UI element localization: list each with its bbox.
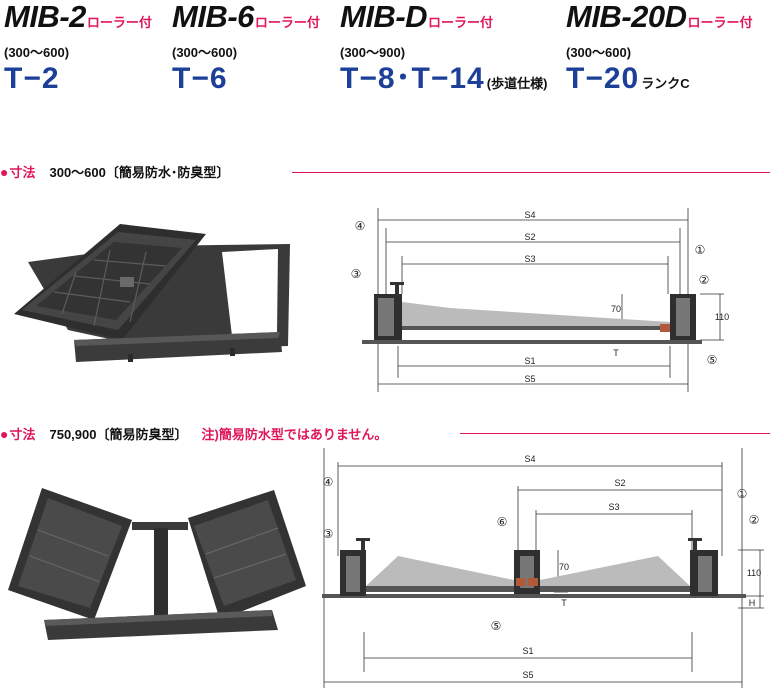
section-text: 750,900〔簡易防臭型〕 xyxy=(49,427,188,442)
callout-4: ④ xyxy=(355,219,366,233)
callout-3: ③ xyxy=(323,527,334,541)
cover-photo-1 xyxy=(14,224,290,362)
grade-note: (歩道仕様) xyxy=(486,76,548,91)
callout-1: ① xyxy=(695,243,706,257)
cross-section-diagram-2: S4 S2 S3 S1 S5 70 110 T H ④ ① ② ③ ⑥ ⑤ xyxy=(322,448,764,688)
load-grade: T−2 xyxy=(4,62,60,95)
bullet-icon: ● xyxy=(0,425,9,442)
callout-4: ④ xyxy=(323,475,334,489)
cover-photo-2 xyxy=(8,488,306,640)
dim-s4: S4 xyxy=(524,210,535,220)
dim-t: T xyxy=(613,348,619,358)
section-warning: 注)簡易防水型ではありません。 xyxy=(201,427,388,442)
section-label: 寸法 xyxy=(9,165,36,180)
section-text: 300～600〔簡易防水･防臭型〕 xyxy=(49,165,230,180)
grade-note: ランクC xyxy=(641,76,690,91)
model-name: MIB-D xyxy=(340,0,428,34)
dim-h: H xyxy=(749,598,756,608)
dim-s3: S3 xyxy=(524,254,535,264)
dim-t: T xyxy=(561,598,567,608)
callout-6: ⑥ xyxy=(497,515,508,529)
cross-section-diagram-1: S4 S2 S3 S1 S5 70 110 T ④ ① ② ③ ⑤ xyxy=(351,208,729,392)
dim-s5: S5 xyxy=(524,374,535,384)
model-mib-d: MIB-Dローラー付 (300～900) T−8･T−14(歩道仕様) xyxy=(340,0,547,101)
load-grade: T−6 xyxy=(172,62,228,95)
dim-s2: S2 xyxy=(614,478,625,488)
size-range: (300～600) xyxy=(4,45,70,60)
dim-s4: S4 xyxy=(524,454,535,464)
model-mib-2: MIB-2ローラー付 (300～600) T−2 xyxy=(4,0,152,96)
section-heading-2: ● 寸法 750,900〔簡易防臭型〕 注)簡易防水型ではありません。 xyxy=(0,424,387,443)
callout-3: ③ xyxy=(351,267,362,281)
divider xyxy=(460,433,770,434)
divider xyxy=(292,172,770,173)
callout-2: ② xyxy=(699,273,710,287)
dim-s2: S2 xyxy=(524,232,535,242)
dim-depth: 70 xyxy=(559,562,569,572)
roller-tag: ローラー付 xyxy=(687,15,753,30)
callout-5: ⑤ xyxy=(491,619,502,633)
callout-5: ⑤ xyxy=(707,353,718,367)
callout-1: ① xyxy=(737,487,748,501)
size-range: (300～600) xyxy=(172,45,238,60)
roller-tag: ローラー付 xyxy=(428,15,494,30)
section-heading-1: ● 寸法 300～600〔簡易防水･防臭型〕 xyxy=(0,162,229,181)
roller-tag: ローラー付 xyxy=(254,15,320,30)
load-grade: T−8･T−14(歩道仕様) xyxy=(340,62,548,95)
dim-s3: S3 xyxy=(608,502,619,512)
size-range: (300～900) xyxy=(340,45,406,60)
dim-height: 110 xyxy=(715,312,729,322)
section-label: 寸法 xyxy=(9,427,36,442)
bullet-icon: ● xyxy=(0,163,9,180)
dim-height: 110 xyxy=(747,568,761,578)
model-name: MIB-20D xyxy=(566,0,687,34)
dim-s1: S1 xyxy=(524,356,535,366)
model-name: MIB-6 xyxy=(172,0,254,34)
dim-depth: 70 xyxy=(611,304,621,314)
callout-2: ② xyxy=(749,513,760,527)
size-range: (300～600) xyxy=(566,45,632,60)
roller-tag: ローラー付 xyxy=(86,15,152,30)
model-name: MIB-2 xyxy=(4,0,86,34)
dim-s5: S5 xyxy=(522,670,533,680)
dim-s1: S1 xyxy=(522,646,533,656)
model-mib-6: MIB-6ローラー付 (300～600) T−6 xyxy=(172,0,320,96)
